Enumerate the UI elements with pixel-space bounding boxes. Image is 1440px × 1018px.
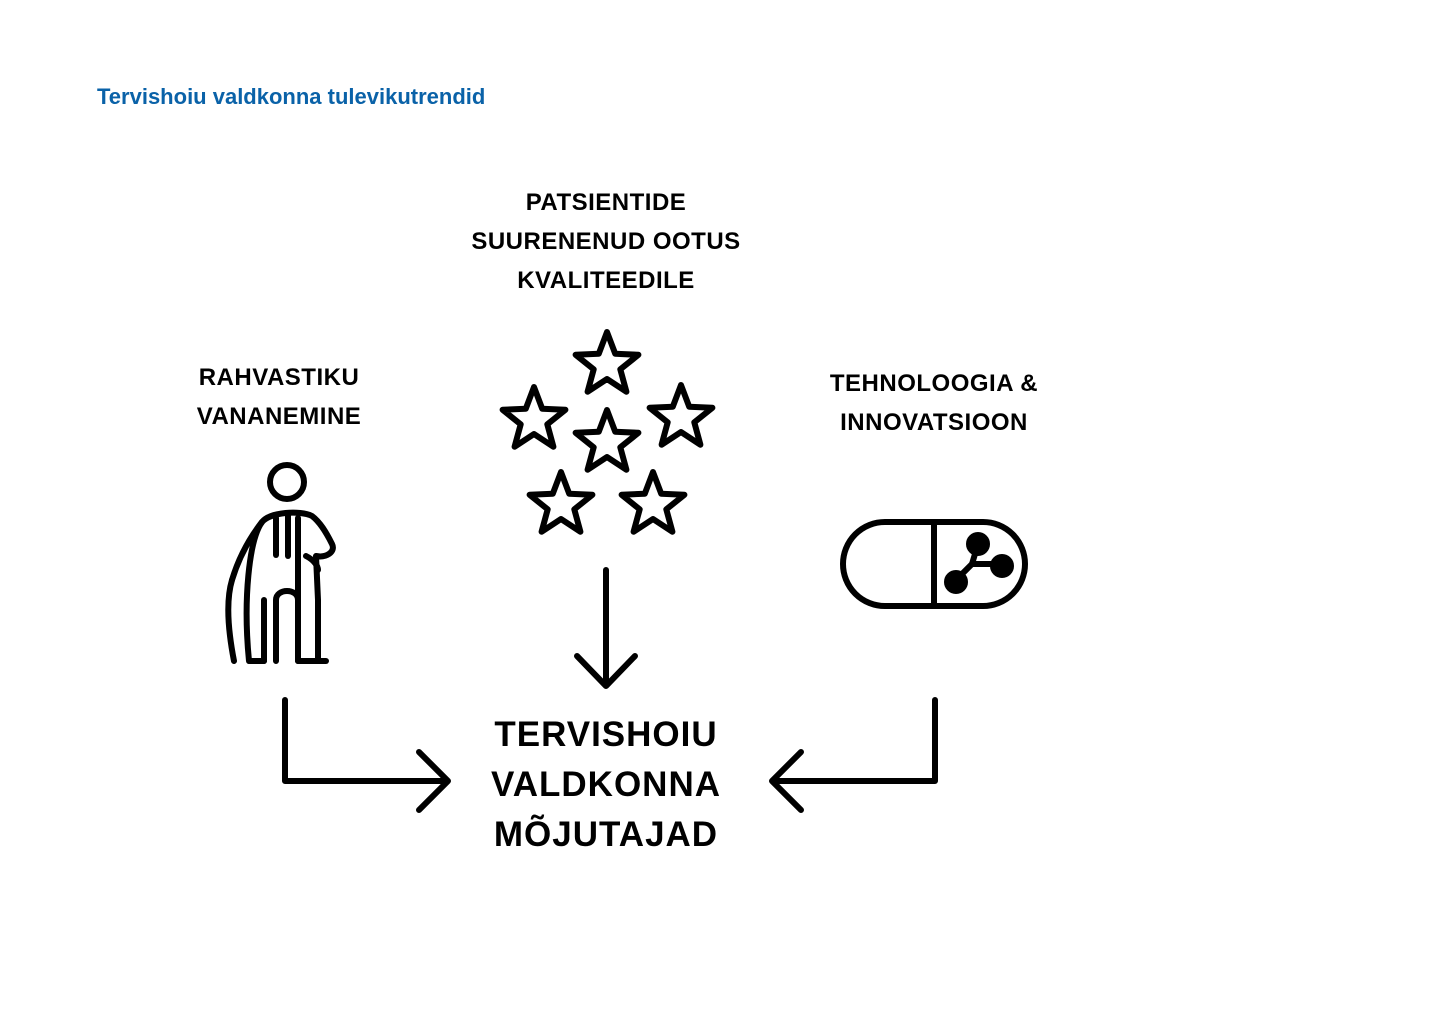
arrow-right-to-center	[769, 697, 938, 813]
arrow-top-to-center	[574, 567, 638, 689]
page-title: Tervishoiu valdkonna tulevikutrendid	[97, 84, 486, 109]
star-icon	[576, 332, 639, 392]
label-line: SUURENENUD OOTUS	[471, 228, 741, 255]
label-line: KVALITEEDILE	[517, 267, 695, 294]
star-icon	[650, 385, 713, 445]
node-label-patient-expectations: PATSIENTIDE SUURENENUD OOTUS KVALITEEDIL…	[406, 183, 806, 300]
label-line: RAHVASTIKU	[198, 364, 360, 391]
label-line: PATSIENTIDE	[525, 189, 687, 216]
label-line: TERVISHOIU	[494, 715, 718, 754]
digital-pill-icon	[840, 519, 1028, 609]
label-line: MÕJUTAJAD	[493, 815, 719, 854]
arrow-left-to-center	[282, 697, 451, 813]
node-label-healthcare-influencers: TERVISHOIU VALDKONNA MÕJUTAJAD	[406, 710, 806, 860]
label-line: VALDKONNA	[490, 765, 721, 804]
stars-icon	[503, 332, 713, 532]
elderly-person-icon	[225, 462, 336, 664]
label-line: TEHNOLOOGIA &	[829, 370, 1039, 397]
node-label-population-aging: RAHVASTIKU VANANEMINE	[129, 358, 429, 436]
star-icon	[530, 472, 593, 532]
star-icon	[503, 387, 566, 447]
node-label-technology-innovation: TEHNOLOOGIA & INNOVATSIOON	[784, 364, 1084, 442]
star-icon	[622, 472, 685, 532]
label-line: VANANEMINE	[196, 403, 362, 430]
label-line: INNOVATSIOON	[840, 409, 1028, 436]
star-icon	[576, 410, 639, 470]
